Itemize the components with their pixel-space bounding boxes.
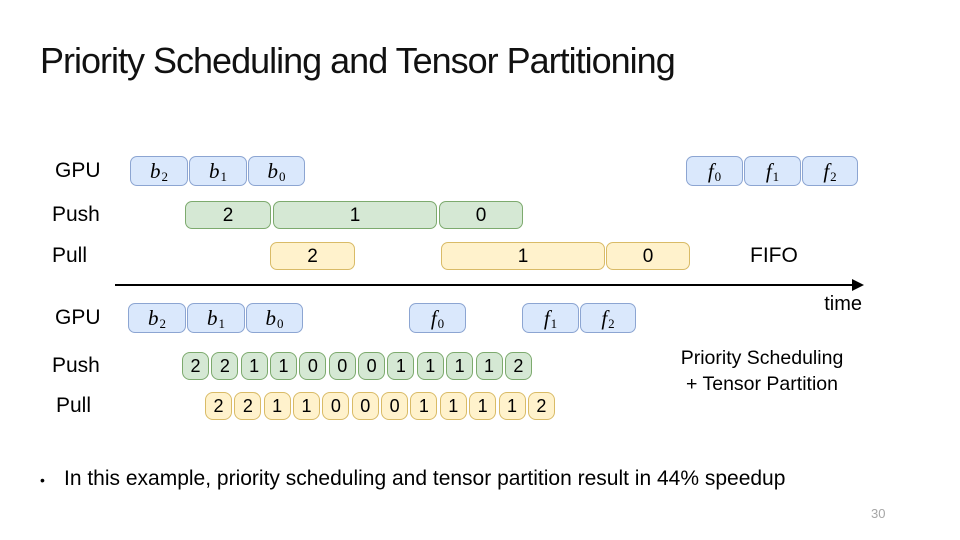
tensor-subscript: 2	[161, 168, 169, 184]
page-number: 30	[871, 506, 886, 521]
pull-chunk-box: 2	[205, 392, 232, 420]
pull-chunk-box: 1	[498, 392, 526, 420]
tensor-subscript: 2	[608, 315, 615, 331]
fifo-caption: FIFO	[750, 243, 798, 267]
tensor-symbol: b	[150, 158, 161, 183]
tensor-subscript: 1	[218, 315, 226, 331]
push-chunk-box: 1	[387, 352, 415, 380]
pull-chunk-box: 1	[293, 392, 321, 420]
pull-chunk-box: 1	[469, 392, 497, 420]
tensor-subscript: 2	[159, 315, 167, 331]
priority-gpu-row-label: GPU	[55, 306, 101, 329]
priority-pull-row-label: Pull	[56, 394, 92, 417]
tensor-subscript: 0	[437, 315, 445, 331]
arrow-right-icon	[852, 279, 864, 291]
bullet-text: In this example, priority scheduling and…	[64, 467, 786, 490]
pull-chunk-box: 0	[381, 392, 409, 420]
pull-chunk-box: 1	[439, 392, 467, 420]
tensor-symbol: f	[707, 158, 714, 183]
pull-chunk-box: 0	[322, 392, 350, 420]
priority-push-row-label: Push	[52, 354, 100, 377]
pull-chunk-box: 1	[410, 392, 438, 420]
fifo-pull-row-label: Pull	[52, 244, 88, 267]
pull-task-box: 1	[441, 242, 605, 270]
push-chunk-box: 2	[504, 352, 532, 380]
tensor-subscript: 2	[830, 168, 837, 184]
tensor-subscript: 1	[550, 315, 558, 331]
tensor-symbol: f	[543, 305, 550, 330]
pull-chunk-box: 2	[527, 392, 555, 420]
tensor-subscript: 1	[220, 168, 228, 184]
push-chunk-box: 0	[299, 352, 327, 380]
time-axis-label: time	[824, 293, 862, 315]
tensor-subscript: 0	[277, 315, 284, 331]
fifo-push-row-label: Push	[52, 203, 100, 226]
tensor-symbol: f	[823, 158, 830, 183]
tensor-symbol: b	[267, 158, 279, 183]
tensor-symbol: f	[430, 305, 437, 330]
push-chunk-box: 1	[416, 352, 444, 380]
priority-caption-line1: Priority Scheduling	[680, 347, 844, 369]
push-chunk-box: 0	[358, 352, 386, 380]
tensor-symbol: b	[265, 305, 277, 330]
priority-caption-line2: + Tensor Partition	[686, 373, 838, 395]
pull-task-box: 2	[270, 242, 355, 270]
tensor-subscript: 0	[279, 168, 286, 184]
tensor-subscript: 0	[714, 168, 722, 184]
push-chunk-box: 1	[475, 352, 503, 380]
tensor-symbol: f	[765, 158, 772, 183]
push-chunk-box: 0	[328, 352, 356, 380]
pull-task-box: 0	[606, 242, 690, 270]
push-chunk-box: 1	[270, 352, 298, 380]
push-task-box: 1	[273, 201, 437, 229]
fifo-gpu-row-label: GPU	[55, 159, 101, 182]
push-chunk-box: 2	[211, 352, 239, 380]
push-chunk-box: 1	[446, 352, 474, 380]
push-task-box: 0	[439, 201, 523, 229]
slide-title: Priority Scheduling and Tensor Partition…	[40, 40, 676, 81]
pull-chunk-box: 1	[263, 392, 291, 420]
time-axis-line	[115, 284, 856, 286]
tensor-symbol: f	[601, 305, 608, 330]
push-task-box: 2	[185, 201, 271, 229]
tensor-subscript: 1	[772, 168, 780, 184]
bullet-marker: •	[40, 472, 45, 488]
tensor-symbol: b	[207, 305, 218, 330]
pull-chunk-box: 2	[234, 392, 262, 420]
tensor-symbol: b	[148, 305, 159, 330]
push-chunk-box: 2	[182, 352, 209, 380]
tensor-symbol: b	[209, 158, 220, 183]
pull-chunk-box: 0	[351, 392, 379, 420]
push-chunk-box: 1	[240, 352, 268, 380]
priority-caption: Priority Scheduling + Tensor Partition	[636, 345, 888, 397]
